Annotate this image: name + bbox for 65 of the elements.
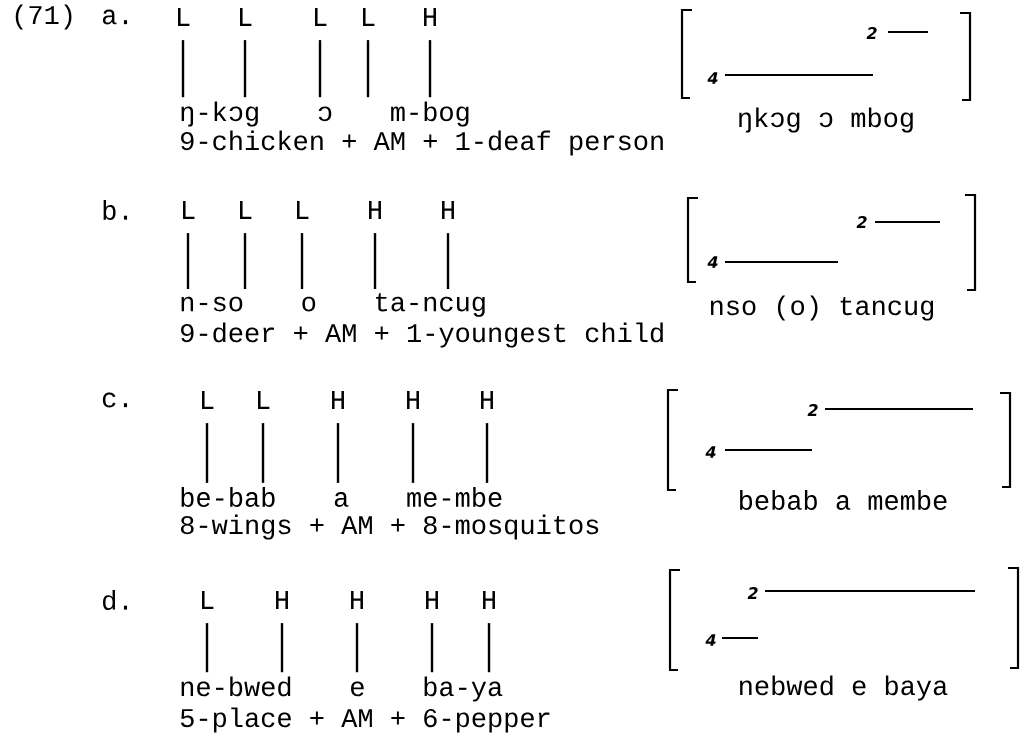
pitch-level-number: 2 xyxy=(807,404,818,416)
association-line xyxy=(181,40,185,98)
association-line xyxy=(205,623,209,673)
example-letter: b. xyxy=(103,200,128,220)
pitch-level-number: 4 xyxy=(707,256,718,268)
association-line xyxy=(355,623,359,673)
association-line xyxy=(373,233,377,289)
association-line xyxy=(186,233,190,289)
association-line xyxy=(243,233,247,289)
tone-letter: H xyxy=(369,201,381,219)
tone-letter: H xyxy=(407,391,419,409)
tone-letter: H xyxy=(424,8,436,26)
transcription-text: bebab a membe xyxy=(740,490,947,510)
pitch-level-number: 4 xyxy=(707,72,718,84)
gloss-text: 9-chicken + AM + 1-deaf person xyxy=(181,130,663,156)
pitch-level-number: 2 xyxy=(747,587,758,599)
transcription-text: nso (o) tancug xyxy=(710,295,934,321)
association-line xyxy=(411,423,415,483)
tone-letter: L xyxy=(297,201,309,219)
gloss-text: 9-deer + AM + 1-youngest child xyxy=(181,322,663,348)
tone-letter: H xyxy=(351,591,363,609)
tone-letter: H xyxy=(481,391,493,409)
gloss-text: 5-place + AM + 6-pepper xyxy=(180,707,550,733)
association-line xyxy=(243,40,247,98)
association-line xyxy=(485,423,489,483)
tone-letter: L xyxy=(240,8,252,26)
association-line xyxy=(280,623,284,673)
transcription-text: nebwed e baya xyxy=(740,675,948,701)
tone-letter: L xyxy=(183,201,195,219)
tone-letter: L xyxy=(202,591,214,609)
segment-text: be-bab a me-mbe xyxy=(181,487,502,507)
example-letter: d. xyxy=(103,590,128,610)
pitch-level-number: 4 xyxy=(705,446,716,458)
example-number: (71) xyxy=(15,4,72,30)
tone-letter: H xyxy=(426,591,438,609)
association-line xyxy=(428,40,432,98)
pitch-level-number: 4 xyxy=(705,634,716,646)
association-line xyxy=(487,623,491,673)
association-line xyxy=(366,40,370,98)
tone-letter: L xyxy=(315,8,327,26)
segment-text: n-so o ta-ncug xyxy=(181,293,485,317)
tone-letter: H xyxy=(332,391,344,409)
tone-letter: L xyxy=(202,391,214,409)
association-line xyxy=(336,423,340,483)
example-letter: c. xyxy=(102,392,128,408)
association-line xyxy=(446,233,450,289)
transcription-text: ŋkɔg ɔ mbog xyxy=(739,107,913,133)
tone-letter: L xyxy=(178,8,190,26)
association-line xyxy=(300,233,304,289)
example-letter: a. xyxy=(102,9,128,25)
pitch-level-number: 2 xyxy=(856,216,867,228)
gloss-text: 8-wings + AM + 8-mosquitos xyxy=(180,514,599,540)
pitch-level-number: 2 xyxy=(866,27,877,39)
association-line xyxy=(430,623,434,673)
association-line xyxy=(318,40,322,98)
tone-letter: H xyxy=(442,201,454,219)
association-line xyxy=(205,423,209,483)
association-line xyxy=(261,423,265,483)
tone-letter: L xyxy=(258,391,270,409)
tone-letter: H xyxy=(483,591,495,609)
segment-text: ŋ-kɔg ɔ m-bog xyxy=(181,101,469,127)
tone-letter: L xyxy=(240,201,252,219)
tone-letter: L xyxy=(363,8,375,26)
tone-letter: H xyxy=(276,591,288,609)
segment-text: ne-bwed e ba-ya xyxy=(181,676,503,702)
